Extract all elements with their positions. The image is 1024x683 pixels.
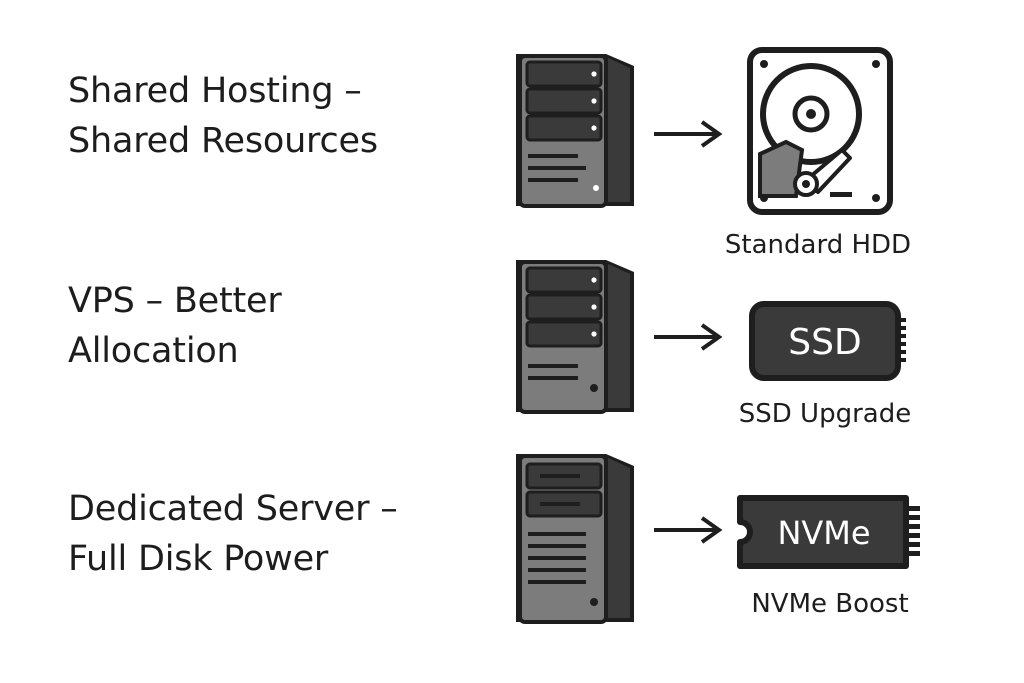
- title-line-2: Shared Resources: [68, 121, 378, 161]
- device-caption: NVMe Boost: [751, 589, 909, 619]
- ssd-drive-icon: SSD: [749, 301, 906, 381]
- title-line-2: Full Disk Power: [68, 539, 329, 579]
- nvme-label: NVMe: [777, 514, 870, 552]
- arrow-right-icon: [654, 120, 723, 148]
- nvme-drive-icon: NVMe: [737, 495, 920, 569]
- server-tower-icon: [516, 260, 634, 414]
- row-title: Dedicated Server – Full Disk Power: [68, 484, 398, 584]
- title-line-2: Allocation: [68, 331, 239, 371]
- server-tower-icon: [516, 54, 634, 208]
- row-title: Shared Hosting – Shared Resources: [68, 66, 378, 166]
- ssd-label: SSD: [788, 322, 861, 363]
- title-line-1: Shared Hosting –: [68, 71, 362, 111]
- device-caption: SSD Upgrade: [738, 399, 912, 429]
- hard-disk-drive-icon: [747, 47, 893, 215]
- title-line-1: VPS – Better: [68, 281, 282, 321]
- title-line-1: Dedicated Server –: [68, 489, 398, 529]
- arrow-right-icon: [654, 516, 723, 544]
- server-tower-icon: [516, 454, 634, 624]
- arrow-right-icon: [654, 323, 723, 351]
- device-caption: Standard HDD: [724, 230, 912, 260]
- row-title: VPS – Better Allocation: [68, 276, 282, 376]
